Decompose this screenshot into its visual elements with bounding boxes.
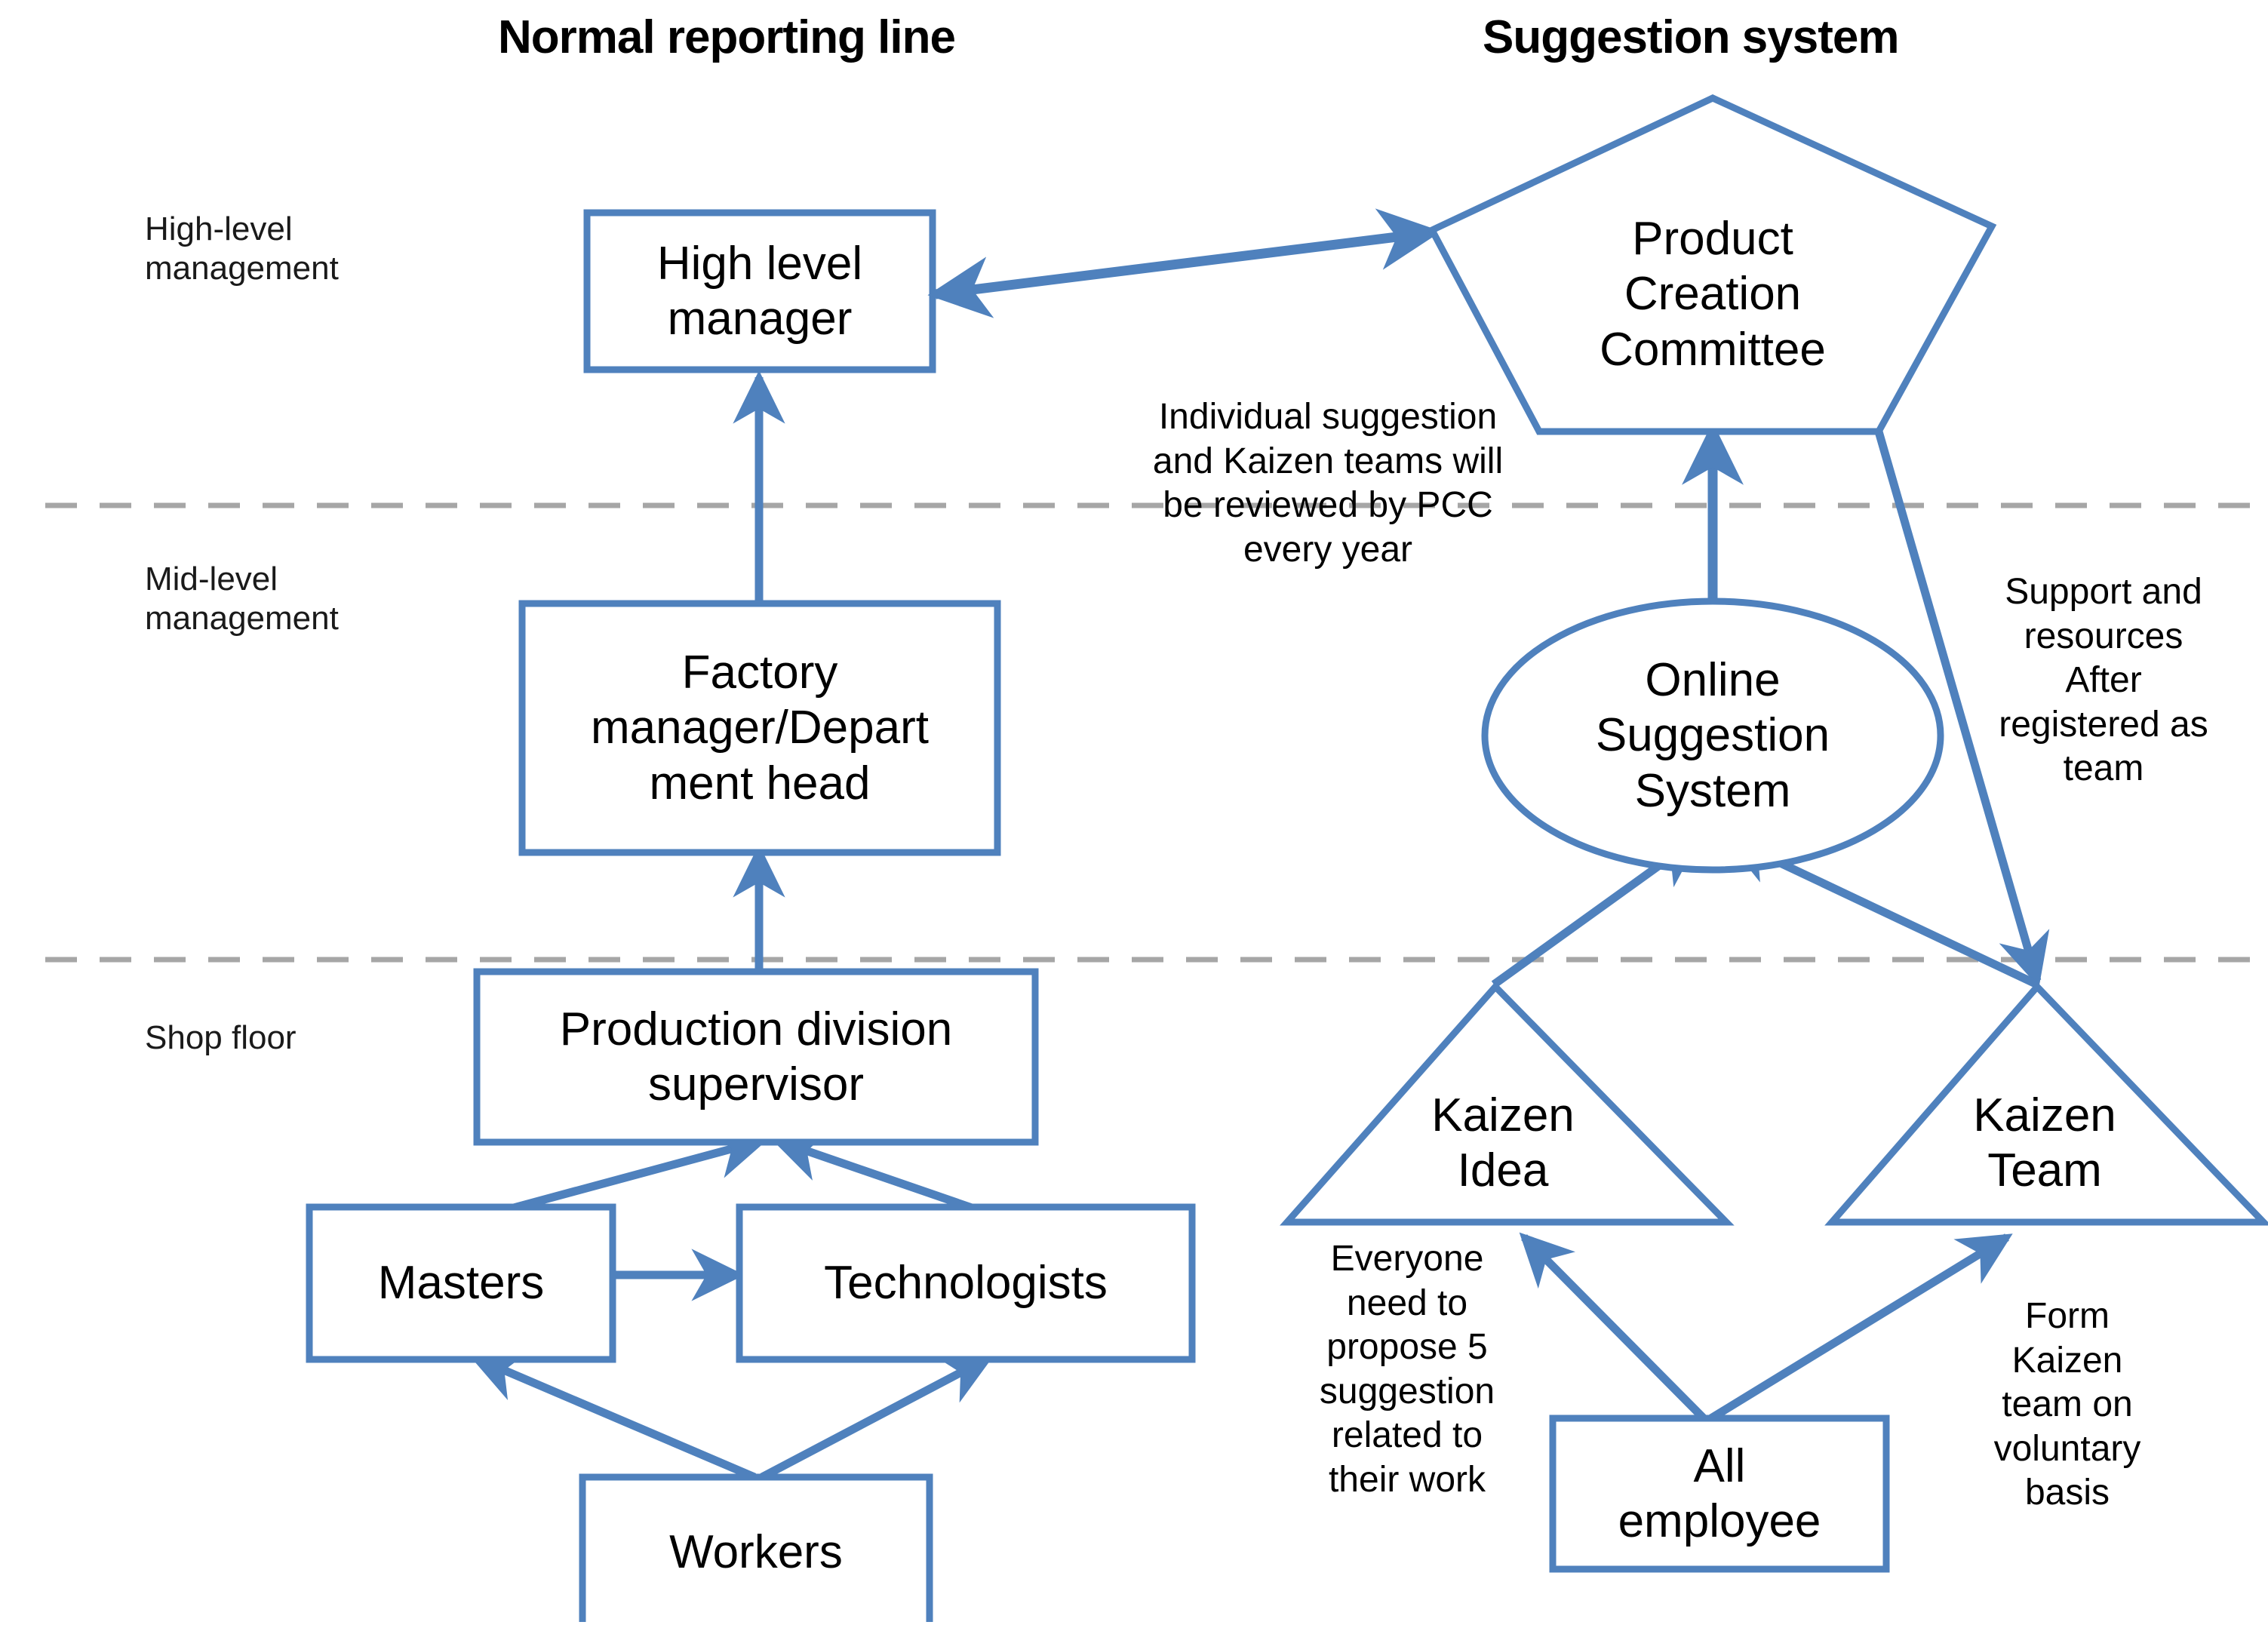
connector-all-employee-to-kaizen-idea	[1519, 1232, 1707, 1421]
level-label-mid-line1: Mid-level	[145, 561, 278, 597]
node-high-level-manager[interactable]	[583, 209, 936, 373]
node-factory-manager[interactable]	[518, 600, 1001, 856]
connector-all-employee-to-kaizen-team	[1709, 1233, 2013, 1422]
note-line: and Kaizen teams will	[1152, 441, 1504, 481]
note-everyone-propose: Everyone need to propose 5 suggestion re…	[1283, 1237, 1532, 1502]
note-line: suggestion	[1319, 1371, 1495, 1411]
note-pcc-review: Individual suggestion and Kaizen teams w…	[1109, 395, 1547, 572]
note-line: be reviewed by PCC	[1163, 485, 1493, 526]
connector-pcc-to-kaizen-team	[1874, 430, 2050, 988]
node-technologists[interactable]	[736, 1203, 1196, 1363]
connector-pcc-to-high-manager	[927, 208, 1442, 318]
note-line: Kaizen	[2011, 1340, 2123, 1381]
note-line: propose 5	[1326, 1327, 1488, 1368]
connector-technologists-to-supervisor	[770, 1131, 997, 1221]
level-label-mid-level-management: Mid-level management	[145, 560, 339, 638]
note-line: Form	[2025, 1296, 2110, 1336]
note-line: related to	[1331, 1415, 1483, 1456]
node-workers[interactable]	[579, 1473, 933, 1622]
note-line: Everyone	[1330, 1239, 1484, 1279]
level-label-mid-line2: management	[145, 599, 339, 637]
level-label-shop-line1: Shop floor	[145, 1019, 297, 1056]
note-line: need to	[1346, 1282, 1468, 1323]
node-kaizen-team[interactable]	[1824, 981, 2268, 1226]
connector-masters-to-supervisor	[481, 1127, 769, 1221]
level-label-high-level-management: High-level management	[145, 210, 339, 288]
note-line: Support and	[2005, 572, 2202, 612]
level-label-shop-floor: Shop floor	[145, 1018, 297, 1058]
note-support-resources: Support and resources After registered a…	[1975, 570, 2232, 791]
note-line: team on	[2002, 1384, 2133, 1425]
node-kaizen-idea[interactable]	[1280, 981, 1735, 1226]
level-dividers	[45, 502, 2256, 963]
note-line: Individual suggestion	[1158, 397, 1498, 437]
column-title-normal-reporting-line: Normal reporting line	[498, 11, 956, 63]
note-line: After	[2065, 660, 2142, 701]
node-production-supervisor[interactable]	[473, 968, 1039, 1146]
node-online-suggestion-system[interactable]	[1481, 597, 1944, 874]
note-line: voluntary	[1993, 1428, 2141, 1469]
note-line: team	[2063, 748, 2144, 789]
connector-workers-to-masters	[469, 1352, 757, 1482]
note-form-kaizen-team: Form Kaizen team on voluntary basis	[1954, 1295, 2180, 1516]
note-line: their work	[1328, 1459, 1486, 1500]
level-label-high-line2: management	[145, 249, 339, 287]
note-line: registered as	[1999, 704, 2208, 745]
note-line: resources	[2024, 616, 2183, 656]
node-product-creation-committee[interactable]	[1427, 94, 1997, 435]
node-masters[interactable]	[306, 1203, 616, 1363]
note-line: every year	[1243, 529, 1413, 570]
connector-workers-to-technologists	[760, 1354, 994, 1481]
level-label-high-line1: High-level	[145, 210, 293, 247]
column-title-suggestion-system: Suggestion system	[1483, 11, 1899, 63]
node-all-employee[interactable]	[1549, 1415, 1890, 1573]
note-line: basis	[2024, 1473, 2110, 1513]
